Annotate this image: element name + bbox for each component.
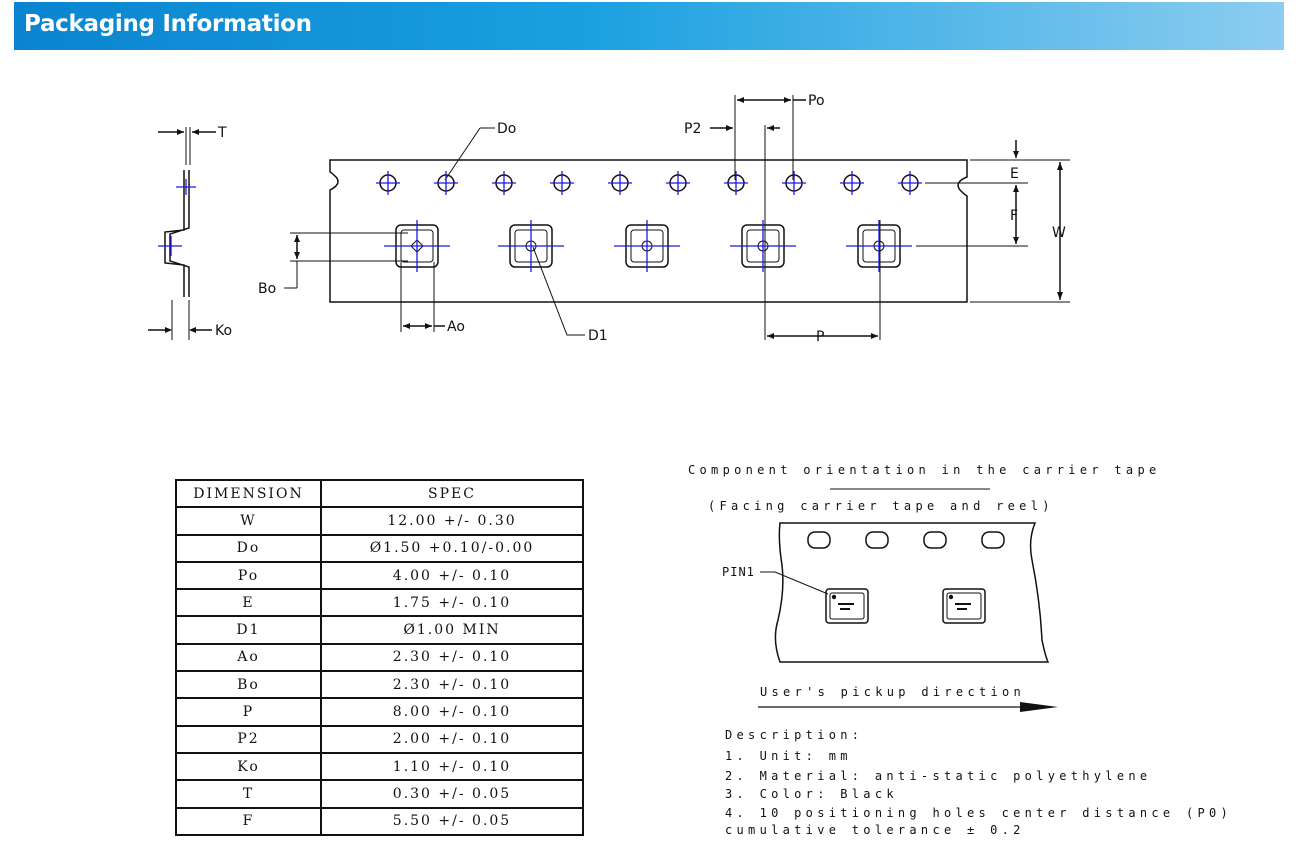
spec-cell: 4.00 +/- 0.10 [320,560,584,591]
pin1-label: PIN1 [722,565,755,579]
label-d1: D1 [588,328,608,344]
spec-cell: 8.00 +/- 0.10 [320,697,584,727]
spec-cell: 12.00 +/- 0.30 [320,506,584,536]
spec-cell: Ø1.00 MIN [320,615,584,645]
header-dimension: DIMENSION [175,478,322,509]
description-line: 3. Color: Black [725,787,898,801]
tape-dimension-diagram: T Ko Do P2 Po E F W Bo Ao D1 P [148,93,1070,345]
label-t: T [217,125,227,141]
dimension-cell: D1 [175,615,322,645]
pickup-direction-arrow [758,702,1058,712]
dimension-cell: P2 [175,724,322,754]
description-line: cumulative tolerance ± 0.2 [725,823,1025,837]
spec-cell: 1.75 +/- 0.10 [320,588,584,618]
header-banner: Packaging Information [14,2,1284,50]
dimension-cell: W [175,506,322,536]
spec-cell: 2.30 +/- 0.10 [320,670,584,700]
description-line: 2. Material: anti-static polyethylene [725,769,1152,783]
dimension-cell: Ao [175,642,322,673]
description-line: 4. 10 positioning holes center distance … [725,806,1233,820]
orientation-subtitle: (Facing carrier tape and reel) [708,499,1054,513]
label-w: W [1052,225,1066,241]
dimension-cell: E [175,588,322,618]
spec-cell: Ø1.50 +0.10/-0.00 [320,533,584,563]
label-ko: Ko [215,323,232,339]
spec-cell: 2.30 +/- 0.10 [320,642,584,673]
label-po: Po [808,93,825,109]
spec-cell: 1.10 +/- 0.10 [320,751,584,782]
label-p: P [816,329,824,345]
dimension-cell: Ko [175,751,322,782]
label-do: Do [497,121,516,137]
label-ao: Ao [447,319,465,335]
description-heading: Description: [725,728,864,742]
pickup-direction-label: User's pickup direction [760,685,1026,699]
spec-cell: 5.50 +/- 0.05 [320,806,584,836]
label-e: E [1010,166,1019,182]
label-bo: Bo [258,281,276,297]
header-spec: SPEC [320,478,584,509]
dimension-cell: Do [175,533,322,563]
label-p2: P2 [684,121,701,137]
dimension-cell: P [175,697,322,727]
dimension-cell: Po [175,560,322,591]
spec-cell: 0.30 +/- 0.05 [320,779,584,809]
orientation-title: Component orientation in the carrier tap… [688,463,1161,477]
table-header-row: DIMENSION SPEC [175,478,584,509]
description-line: 1. Unit: mm [725,749,852,763]
dimension-cell: F [175,806,322,836]
orientation-diagram [760,488,1050,663]
dimension-cell: Bo [175,670,322,700]
spec-cell: 2.00 +/- 0.10 [320,724,584,754]
dimension-cell: T [175,779,322,809]
label-f: F [1010,208,1018,224]
page-title: Packaging Information [24,11,312,37]
